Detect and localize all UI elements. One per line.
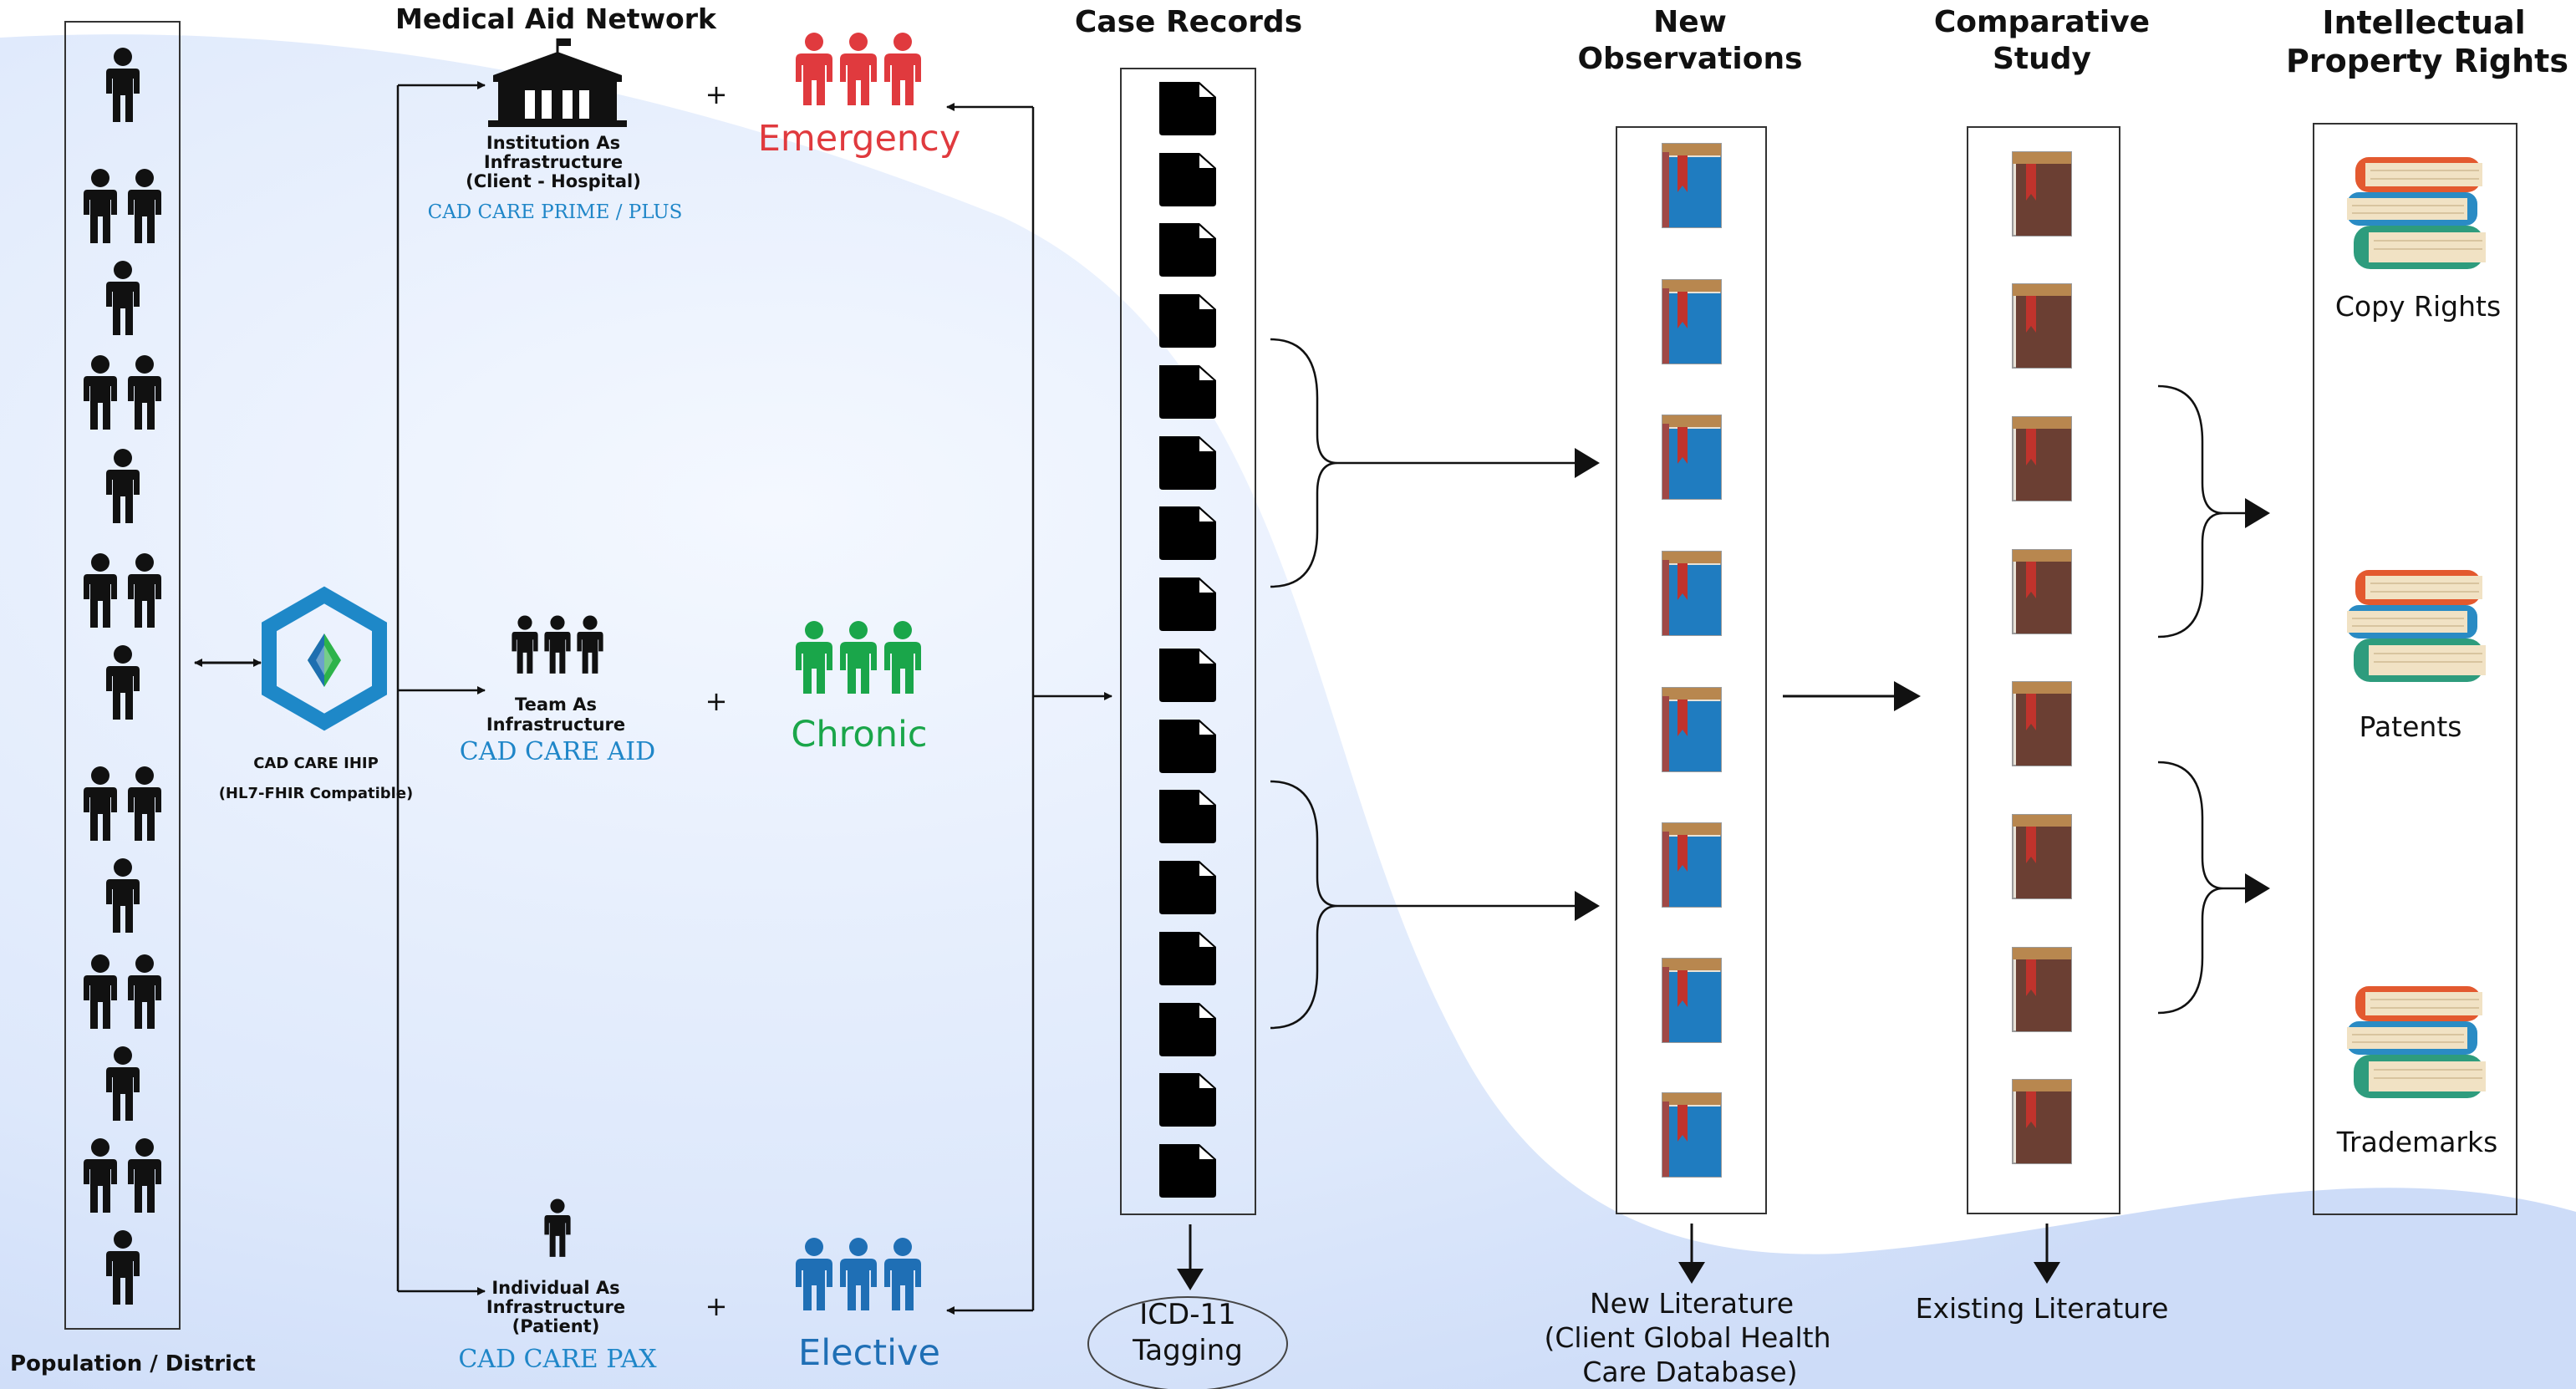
hub-logo-icon [262,586,387,731]
population-column [64,21,181,1330]
new-observations-title-line2: Observations [1577,42,1802,76]
individual-line2: Infrastructure [486,1297,625,1317]
ip-rights-title-line2: Property Rights [2286,43,2568,79]
institution-product: CAD CARE PRIME / PLUS [428,201,683,223]
records-to-observations-braces [1270,338,1588,1030]
new-literature-line1: New Literature [1590,1287,1794,1320]
hub-note: (HL7-FHIR Compatible) [219,785,414,802]
new-literature-line3: Care Database) [1582,1356,1797,1388]
new-observations-column [1616,126,1767,1214]
background-wave [0,34,2576,1389]
ip-item-trademarks: Trademarks [2336,1126,2498,1158]
individual-line3: (Patient) [512,1316,600,1336]
study-down-arrowhead [2034,1262,2060,1284]
individual-product: CAD CARE PAX [458,1345,657,1374]
observations-arrowhead-bottom [1575,891,1600,921]
institution-line1: Institution As [486,133,620,153]
plus-sign-emergency: + [705,79,728,110]
existing-literature-label: Existing Literature [1916,1292,2169,1325]
network-title: Medical Aid Network [395,3,717,35]
comparative-study-title-line2: Study [1993,42,2091,76]
institution-line3: (Client - Hospital) [466,171,641,191]
icd-tagging-ellipse [1087,1296,1288,1389]
observations-arrowhead-top [1575,448,1600,478]
new-literature-line2: (Client Global Health [1544,1321,1830,1354]
plus-sign-chronic: + [705,685,728,717]
team-product: CAD CARE AID [460,737,655,766]
case-records-down-arrowhead [1177,1269,1204,1290]
ip-rights-column [2313,123,2517,1215]
emergency-label: Emergency [758,118,961,160]
comparative-study-book-icons [2012,151,2072,1164]
institution-line2: Infrastructure [484,152,623,172]
ip-arrowhead-top [2245,498,2270,528]
team-line1: Team As [515,694,597,715]
comparative-study-title-line1: Comparative [1934,5,2150,39]
population-label: Population / District [10,1351,256,1376]
icd-tagging-line1: ICD-11 [1139,1298,1235,1331]
ip-item-copyrights: Copy Rights [2335,290,2501,323]
patents-books-icon [2346,569,2487,683]
copyright-books-icon [2346,156,2487,270]
case-records-title: Case Records [1075,5,1302,39]
hub-name: CAD CARE IHIP [253,755,379,772]
comparative-study-column [1967,126,2120,1214]
ip-item-patents: Patents [2360,710,2462,743]
new-observations-title-line1: New [1653,5,1727,39]
icd-tagging-line2: Tagging [1132,1334,1243,1367]
ip-arrowhead-bottom [2245,873,2270,903]
elective-label: Elective [798,1332,940,1374]
care-feedback-connector [946,103,1112,1315]
observations-down-arrowhead [1678,1262,1705,1284]
hospital-building-icon [488,38,627,127]
observations-to-study-arrowhead [1894,681,1921,711]
individual-line1: Individual As [491,1278,619,1298]
distribution-tree [396,81,486,1295]
new-observation-book-icons [1662,143,1722,1178]
team-line2: Infrastructure [486,715,625,735]
study-to-ip-braces [2157,384,2248,1015]
ip-rights-title-line1: Intellectual [2322,4,2525,41]
emergency-people-icon [796,33,921,105]
chronic-label: Chronic [791,714,927,756]
trademarks-books-icon [2346,985,2487,1099]
case-records-column [1120,68,1256,1215]
plus-sign-elective: + [705,1290,728,1322]
